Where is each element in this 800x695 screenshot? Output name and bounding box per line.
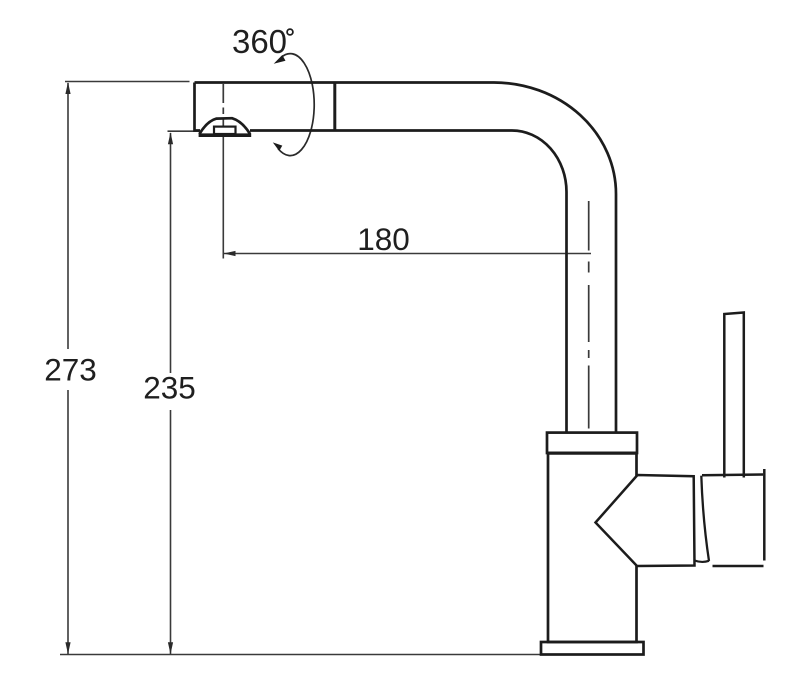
svg-text:235: 235 bbox=[143, 370, 196, 406]
svg-text:180: 180 bbox=[357, 221, 410, 257]
svg-text:273: 273 bbox=[44, 352, 97, 388]
svg-text:360: 360 bbox=[232, 23, 287, 60]
